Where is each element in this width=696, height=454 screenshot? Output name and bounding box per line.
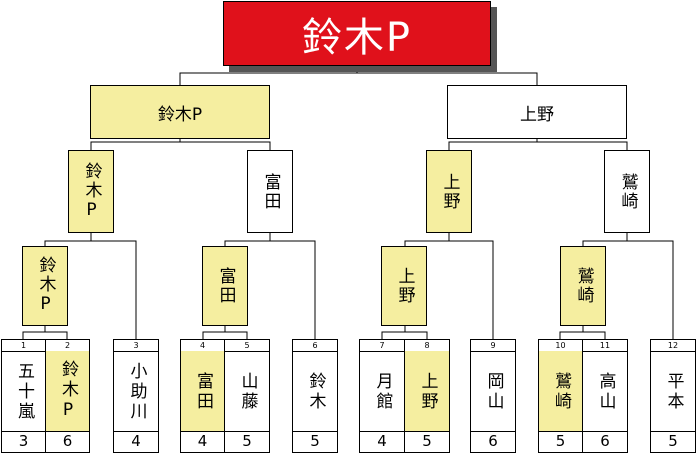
entrant-name: 鈴木: [305, 371, 326, 412]
entrant-7: 7 月館 4: [359, 339, 405, 453]
round2-1: 鈴木P: [22, 246, 68, 326]
semifinal-right-name: 上野: [520, 104, 554, 125]
entrant-score: 4: [360, 431, 404, 452]
bracket-line: [22, 331, 68, 339]
bracket-line: [224, 240, 316, 339]
entrant-seed: 1: [2, 340, 45, 352]
entrant-seed: 12: [651, 340, 695, 352]
entrant-9: 9 岡山 6: [470, 339, 516, 453]
entrant-score: 5: [405, 431, 449, 452]
entrant-seed: 7: [360, 340, 404, 352]
entrant-seed: 5: [225, 340, 269, 352]
bracket-line: [381, 331, 428, 339]
round2-2: 富田: [202, 246, 248, 326]
entrant-score: 4: [114, 431, 158, 452]
round2-3-name: 上野: [394, 267, 415, 305]
entrant-name: 富田: [193, 371, 213, 412]
entrant-2: 2 鈴木P 6: [45, 339, 90, 453]
entrant-seed: 11: [583, 340, 627, 352]
entrant-name: 平本: [663, 371, 684, 412]
round2-1-name: 鈴木P: [35, 256, 56, 316]
semifinal-left-name: 鈴木P: [157, 104, 203, 125]
entrant-8: 8 上野 5: [404, 339, 450, 453]
entrant-5: 5 山藤 5: [224, 339, 270, 453]
entrant-seed: 9: [471, 340, 515, 352]
round2-3: 上野: [381, 246, 427, 326]
round2-4: 鷲崎: [560, 246, 606, 326]
champion-box: 鈴木P: [223, 1, 491, 66]
entrant-6: 6 鈴木 5: [292, 339, 338, 453]
entrant-seed: 3: [114, 340, 158, 352]
bracket-line: [179, 72, 538, 85]
round2-4-name: 鷲崎: [573, 267, 594, 305]
bracket-line: [202, 331, 248, 339]
entrant-11: 11 高山 6: [582, 339, 628, 453]
entrant-score: 3: [2, 431, 45, 452]
entrant-score: 6: [583, 431, 627, 452]
entrant-score: 5: [293, 431, 337, 452]
quarterfinal-3-name: 上野: [439, 172, 460, 211]
quarterfinal-2: 富田: [247, 150, 293, 233]
entrant-name: 月館: [372, 371, 393, 412]
bracket-line: [559, 331, 606, 339]
quarterfinal-4-name: 鷲崎: [617, 172, 638, 211]
quarterfinal-1: 鈴木P: [68, 150, 114, 233]
quarterfinal-3: 上野: [426, 150, 472, 233]
champion-name: 鈴木P: [301, 14, 413, 61]
entrant-score: 5: [539, 431, 582, 452]
entrant-name: 五十嵐: [14, 361, 34, 422]
entrant-name: 上野: [417, 371, 438, 412]
entrant-name: 山藤: [237, 371, 258, 412]
bracket-line: [44, 240, 137, 339]
entrant-score: 5: [225, 431, 269, 452]
entrant-12: 12 平本 5: [650, 339, 696, 453]
round2-2-name: 富田: [215, 267, 236, 305]
bracket-line: [90, 141, 271, 150]
entrant-10: 10 鷲崎 5: [538, 339, 583, 453]
entrant-name: 鈴木P: [58, 360, 78, 423]
quarterfinal-1-name: 鈴木P: [81, 161, 102, 222]
entrant-3: 3 小助川 4: [113, 339, 159, 453]
entrant-name: 岡山: [483, 371, 504, 412]
bracket-line: [404, 240, 494, 339]
entrant-1: 1 五十嵐 3: [1, 339, 46, 453]
semifinal-left: 鈴木P: [90, 85, 270, 139]
quarterfinal-2-name: 富田: [260, 172, 281, 211]
entrant-score: 6: [471, 431, 515, 452]
entrant-score: 6: [46, 431, 89, 452]
bracket-line: [448, 141, 628, 150]
entrant-name: 小助川: [126, 361, 147, 422]
semifinal-right: 上野: [447, 85, 627, 139]
entrant-seed: 6: [293, 340, 337, 352]
quarterfinal-4: 鷲崎: [604, 150, 650, 233]
entrant-name: 鷲崎: [551, 371, 571, 412]
entrant-score: 5: [651, 431, 695, 452]
entrant-name: 高山: [595, 371, 616, 412]
entrant-score: 4: [181, 431, 224, 452]
bracket-line: [582, 240, 674, 339]
entrant-4: 4 富田 4: [180, 339, 225, 453]
